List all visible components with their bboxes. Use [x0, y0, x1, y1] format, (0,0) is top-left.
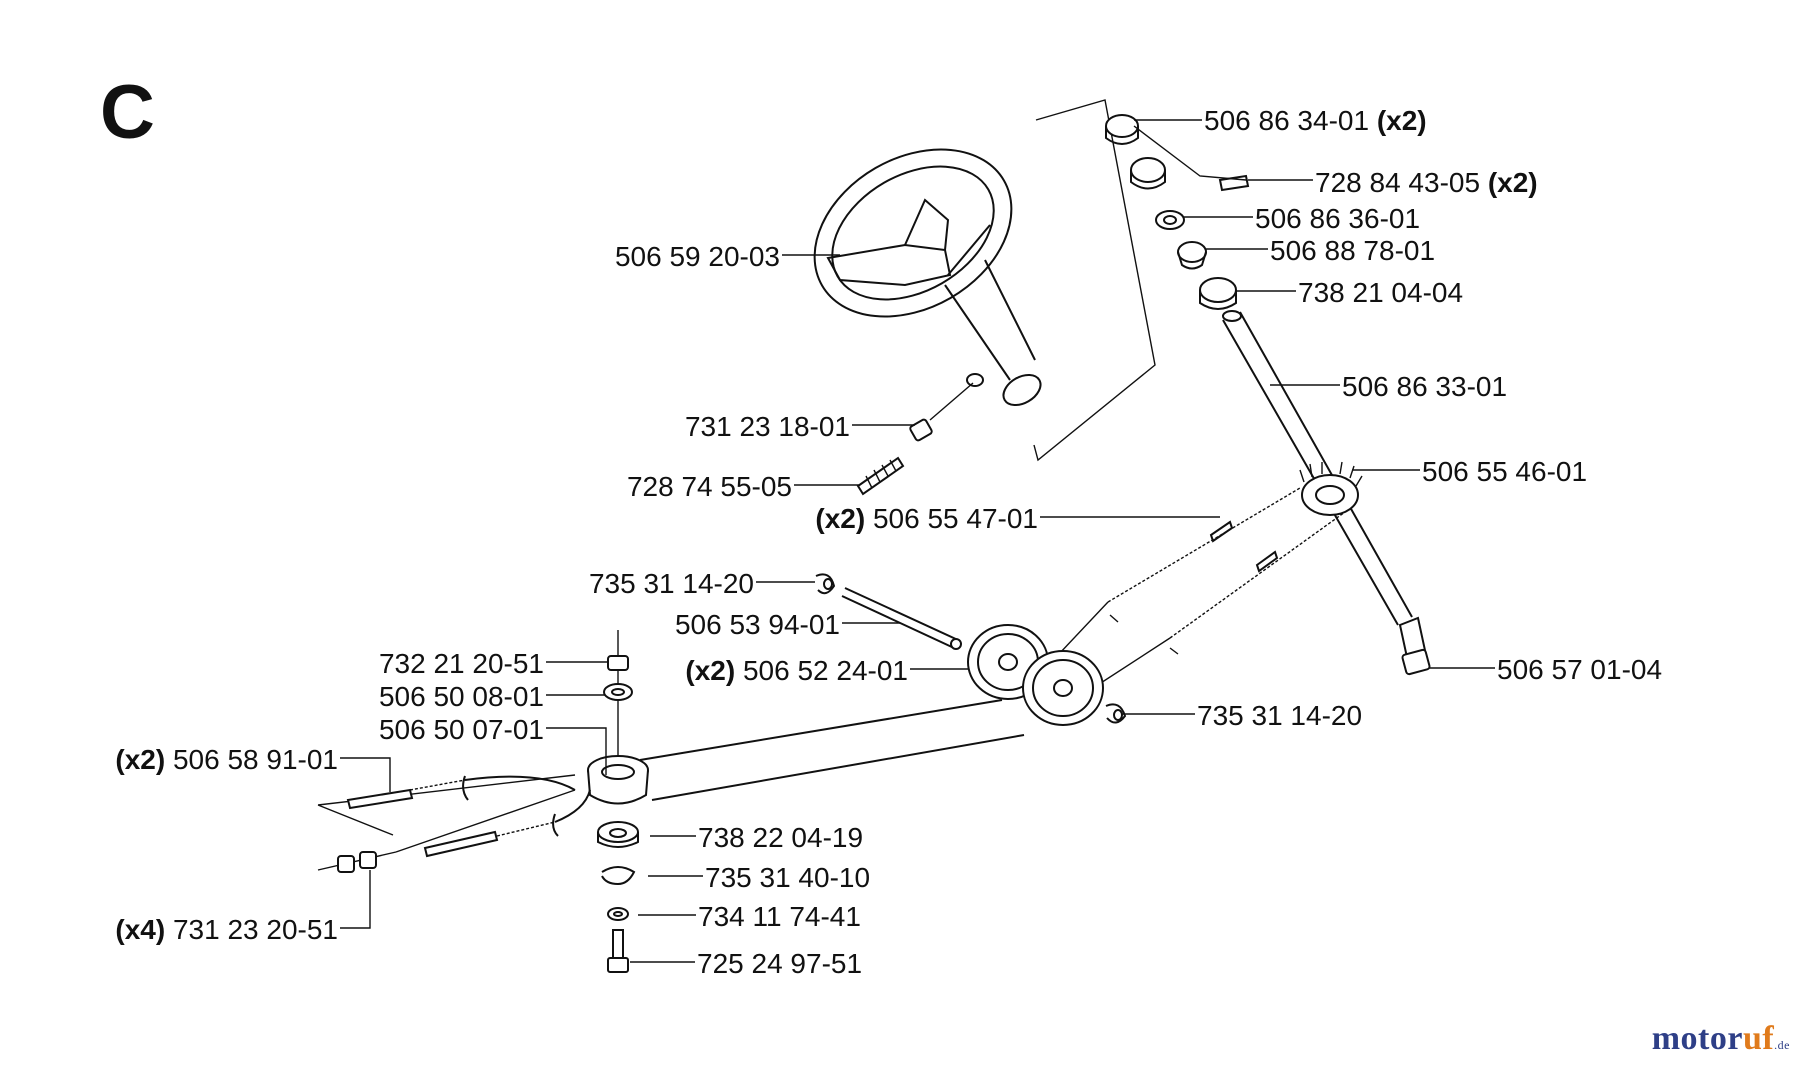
shaft-bolt [1398, 616, 1431, 676]
part-label-p09: 506 59 20-03 [615, 241, 780, 272]
part-label-p01: 506 86 34-01 (x2) [1204, 105, 1427, 136]
part-label-p15: 506 57 01-04 [1497, 654, 1662, 685]
part-label-p02: 728 84 43-05 (x2) [1315, 167, 1538, 198]
part-label-p17: 732 21 20-51 [379, 648, 544, 679]
part-label-p24: 725 24 97-51 [697, 948, 862, 979]
part-label-p22: 735 31 40-10 [705, 862, 870, 893]
callout-bracket [1033, 99, 1156, 462]
part-label-p03: 506 86 36-01 [1255, 203, 1420, 234]
exploded-drawing [317, 99, 1431, 973]
part-label-p07: 506 55 46-01 [1422, 456, 1587, 487]
part-label-p20: (x2) 506 58 91-01 [115, 744, 338, 775]
part-label-p05: 738 21 04-04 [1298, 277, 1463, 308]
part-label-p10: 731 23 18-01 [685, 411, 850, 442]
pulley-pin [815, 573, 962, 650]
sprocket [1299, 461, 1363, 516]
part-label-p04: 506 88 78-01 [1270, 235, 1435, 266]
shaft-top-bushings [1105, 114, 1250, 310]
part-label-p25: (x4) 731 23 20-51 [115, 914, 338, 945]
part-label-p06: 506 86 33-01 [1342, 371, 1507, 402]
part-label-p08: (x2) 506 55 47-01 [815, 503, 1038, 534]
part-labels: 506 86 34-01 (x2) 728 84 43-05 (x2) 506 … [115, 105, 1662, 979]
pulleys [967, 624, 1104, 726]
column-nut [909, 382, 974, 442]
leader-lines [340, 119, 1495, 963]
part-label-p14: (x2) 506 52 24-01 [685, 655, 908, 686]
part-label-p12: 735 31 14-20 [589, 568, 754, 599]
steering-shaft [1222, 310, 1413, 626]
steering-wheel [813, 148, 1042, 407]
watermark-logo: motoruf.de [1651, 1020, 1790, 1057]
part-label-p23: 734 11 74-41 [698, 901, 861, 932]
column-screw [856, 456, 905, 496]
section-label: C [100, 70, 155, 155]
part-label-p18: 506 50 08-01 [379, 681, 544, 712]
part-label-p16: 735 31 14-20 [1197, 700, 1362, 731]
pivot-stack [587, 630, 649, 973]
part-label-p13: 506 53 94-01 [675, 609, 840, 640]
tie-rods [317, 774, 591, 858]
part-label-p19: 506 50 07-01 [379, 714, 544, 745]
steering-arm [639, 699, 1025, 801]
part-label-p21: 738 22 04-19 [698, 822, 863, 853]
part-label-p11: 728 74 55-05 [627, 471, 792, 502]
chain-assembly [1041, 487, 1346, 691]
right-circlip [1105, 703, 1127, 724]
tie-rod-nuts [317, 851, 397, 873]
